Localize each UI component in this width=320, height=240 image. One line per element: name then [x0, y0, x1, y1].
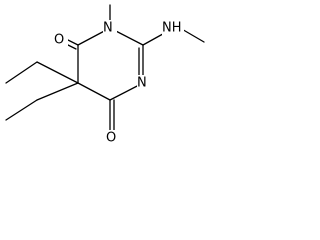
atom-nitrogen-ring-bottom: N: [137, 76, 147, 91]
atom-oxygen-bottom: O: [106, 131, 116, 146]
bond-c5-ethyl2: [36, 82, 79, 101]
bond-c5-ethyl1: [36, 61, 79, 84]
bond-c6-c5: [77, 82, 111, 101]
bond-ethyl1-ch3: [5, 61, 38, 84]
atom-nh-methylamino: NH: [162, 21, 182, 36]
bond-c4-o: [67, 39, 79, 46]
atom-oxygen-top: O: [54, 33, 64, 48]
molecule-structure: O N NH N O: [5, 4, 205, 146]
bond-ethyl2-ch3: [5, 99, 38, 121]
atom-nitrogen-ring-top: N: [103, 21, 113, 36]
